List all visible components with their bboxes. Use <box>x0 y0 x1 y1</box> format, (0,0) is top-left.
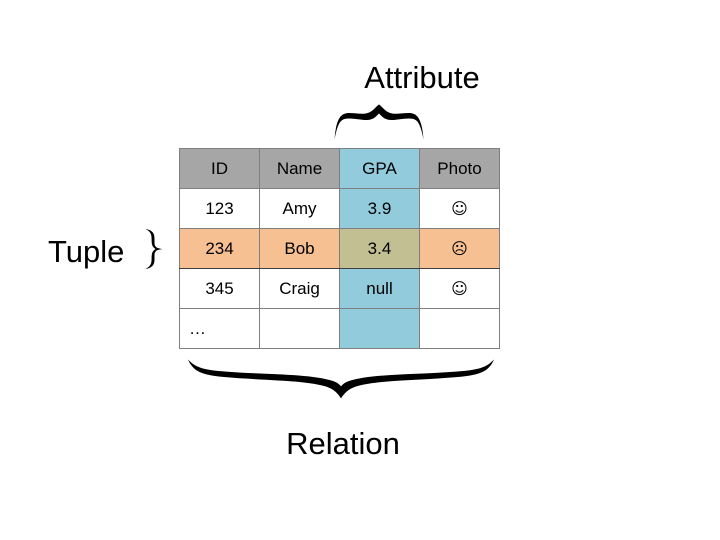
cell-name: Bob <box>259 228 340 269</box>
cell-photo-frowney-icon: ☹ <box>419 228 500 269</box>
attribute-label-text: Attribute <box>364 60 480 95</box>
cell-id: 345 <box>179 268 260 309</box>
table-row-highlighted: 234 Bob 3.4 ☹ <box>179 228 500 269</box>
tuple-label-text: Tuple <box>48 234 125 269</box>
cell-photo-smiley-icon: ☺ <box>419 188 500 229</box>
cell-gpa: 3.9 <box>339 188 420 229</box>
attribute-label: Attribute <box>0 62 720 93</box>
cell-id: 123 <box>179 188 260 229</box>
table-header-row: ID Name GPA Photo <box>179 148 500 189</box>
relation-label: Relation <box>0 428 720 459</box>
cell-gpa-empty <box>339 308 420 349</box>
curly-brace-down-icon <box>334 104 424 140</box>
table-row: 345 Craig null ☺ <box>179 268 500 309</box>
cell-photo-empty <box>419 308 500 349</box>
curly-brace-right-icon <box>145 228 164 270</box>
cell-photo-smiley-icon: ☺ <box>419 268 500 309</box>
column-header-gpa: GPA <box>339 148 420 189</box>
cell-gpa: null <box>339 268 420 309</box>
table-row: 123 Amy 3.9 ☺ <box>179 188 500 229</box>
relation-label-text: Relation <box>286 426 400 461</box>
cell-id-ellipsis: … <box>179 308 260 349</box>
cell-name: Craig <box>259 268 340 309</box>
column-header-name: Name <box>259 148 340 189</box>
cell-name: Amy <box>259 188 340 229</box>
cell-id: 234 <box>179 228 260 269</box>
curly-brace-down-wide-icon <box>188 359 494 399</box>
tuple-label: Tuple <box>48 236 124 267</box>
relation-table: ID Name GPA Photo 123 Amy 3.9 ☺ 234 Bob … <box>179 148 500 349</box>
cell-name-empty <box>259 308 340 349</box>
cell-gpa: 3.4 <box>339 228 420 269</box>
column-header-id: ID <box>179 148 260 189</box>
column-header-photo: Photo <box>419 148 500 189</box>
table-row-ellipsis: … <box>179 308 500 349</box>
